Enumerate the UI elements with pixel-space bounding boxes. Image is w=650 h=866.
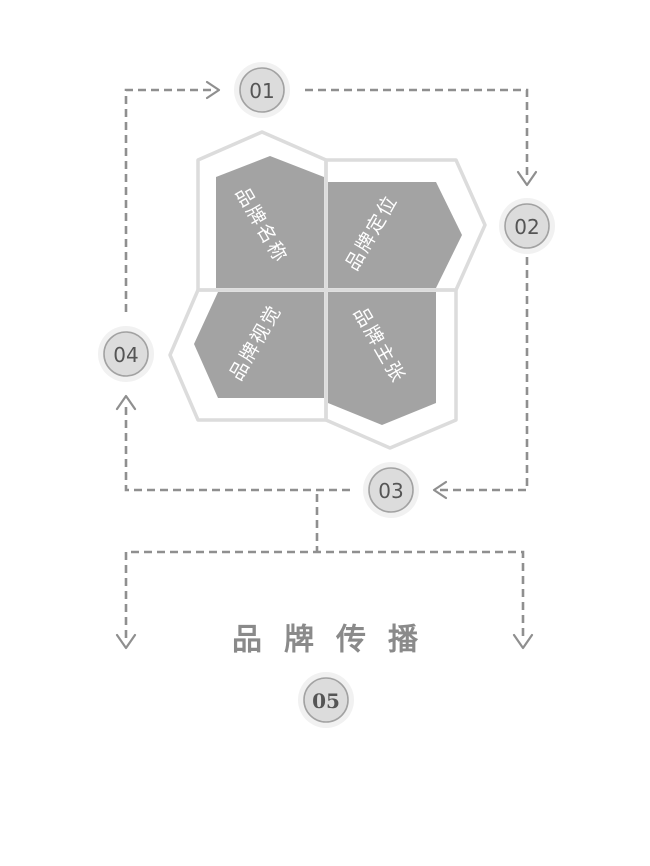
connector-03-to-04 xyxy=(124,404,350,492)
flow-connectors xyxy=(124,88,529,638)
petal-top-right xyxy=(328,182,462,288)
frame-bottom-right xyxy=(324,288,458,450)
spread-title: 品牌传播 xyxy=(232,623,440,658)
badge-03-label: 03 xyxy=(378,479,403,503)
arrow-down-right-icon xyxy=(512,633,534,650)
badge-04-label: 04 xyxy=(113,343,138,367)
arrow-down-left-icon xyxy=(115,633,137,650)
petals xyxy=(194,156,462,425)
badge-02: 02 xyxy=(499,198,555,254)
badge-01-label: 01 xyxy=(249,79,274,103)
badge-05-label: 05 xyxy=(312,689,340,713)
badge-03: 03 xyxy=(363,462,419,518)
connector-02-to-03 xyxy=(440,257,529,492)
arrow-up-icon xyxy=(115,394,137,411)
badge-05: 05 xyxy=(298,672,354,728)
petal-bottom-right xyxy=(328,292,436,425)
frame-bottom-left xyxy=(168,288,328,422)
connector-branch xyxy=(124,550,525,638)
connector-04-to-01 xyxy=(124,88,212,312)
petal-top-left xyxy=(216,156,324,288)
connector-01-to-02 xyxy=(305,88,529,176)
flow-arrows xyxy=(115,80,538,650)
arrow-right-icon xyxy=(205,80,221,100)
petal-bottom-left xyxy=(194,292,324,398)
frame-top-right xyxy=(324,158,487,292)
arrow-left-icon xyxy=(432,480,448,500)
badge-01: 01 xyxy=(234,62,290,118)
arrow-down-icon xyxy=(516,170,538,187)
badge-04: 04 xyxy=(98,326,154,382)
badge-02-label: 02 xyxy=(514,215,539,239)
hex-frames xyxy=(168,130,487,450)
